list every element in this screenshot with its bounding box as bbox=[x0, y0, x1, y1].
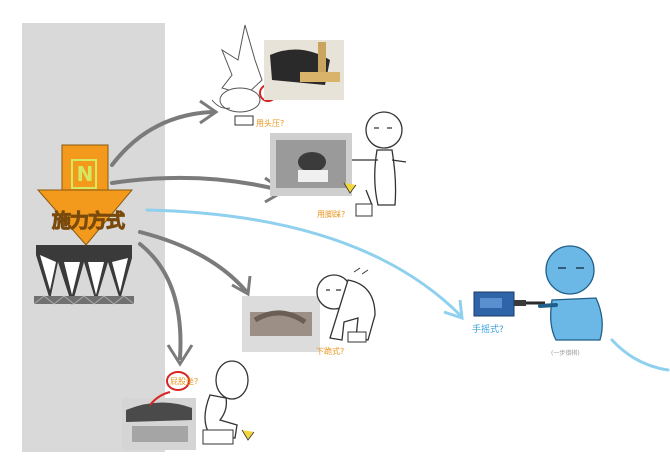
foot-step-photo bbox=[270, 133, 352, 196]
option-label-hand-crank: 手摇式? bbox=[472, 325, 504, 335]
kneel-photo bbox=[242, 296, 320, 352]
blue-trail bbox=[610, 338, 670, 372]
arrow-to-hand-crank bbox=[145, 208, 462, 317]
foot-step-figure-icon bbox=[343, 111, 407, 217]
arrow-to-kneel bbox=[138, 230, 247, 292]
arrowhead-sit bbox=[166, 344, 194, 367]
arrowhead-hand-crank bbox=[443, 299, 464, 321]
sit-figure-icon bbox=[166, 360, 255, 445]
option-label-sit: 屁股坐? bbox=[170, 377, 199, 386]
hand-crank-device-icon bbox=[473, 291, 545, 317]
background-panel bbox=[22, 23, 165, 452]
arrow-to-head-press bbox=[110, 110, 214, 167]
head-press-photo bbox=[264, 40, 344, 100]
arrow-to-foot-step bbox=[110, 175, 282, 192]
kneel-figure-icon bbox=[316, 267, 376, 343]
center-arrow-icon bbox=[36, 144, 134, 246]
center-badge: N bbox=[76, 162, 94, 186]
arrowhead-head-press bbox=[199, 99, 219, 125]
option-label-foot-step: 用脚踩? bbox=[317, 210, 346, 219]
option-label-kneel: 下跪式? bbox=[316, 347, 345, 356]
option-note-hand-crank: (一步错棋) bbox=[551, 350, 580, 357]
center-title: 施力方式 bbox=[51, 210, 125, 233]
arrowhead-kneel bbox=[231, 275, 252, 297]
sit-photo bbox=[122, 391, 196, 450]
hand-crank-figure-icon bbox=[538, 245, 603, 341]
option-label-head-press: 用头压? bbox=[256, 119, 285, 128]
jagged-teeth-icon bbox=[33, 245, 135, 305]
head-press-figure-icon bbox=[211, 24, 277, 126]
arrow-to-sit bbox=[138, 242, 183, 360]
